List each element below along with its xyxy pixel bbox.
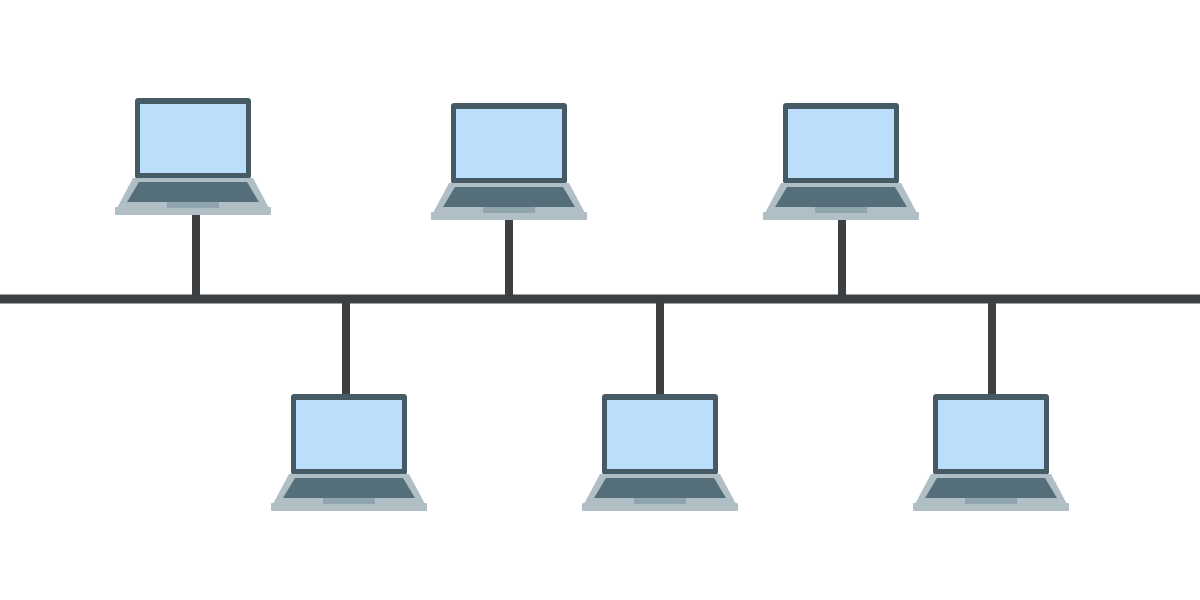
laptop-screen [456, 109, 562, 178]
laptop-base [115, 207, 271, 215]
laptop-icon [913, 394, 1069, 511]
laptop-icon [431, 103, 587, 220]
laptop-trackpad [634, 498, 686, 504]
laptop-keyboard [925, 478, 1057, 498]
laptop-base [582, 503, 738, 511]
laptop-keyboard [283, 478, 415, 498]
laptop-trackpad [167, 202, 219, 208]
laptop-base [763, 212, 919, 220]
laptop-trackpad [323, 498, 375, 504]
laptop-base [271, 503, 427, 511]
laptop-screen [788, 109, 894, 178]
laptop-icon [115, 98, 271, 215]
laptop-icon [763, 103, 919, 220]
laptop-base [431, 212, 587, 220]
laptop-trackpad [965, 498, 1017, 504]
laptop-keyboard [775, 187, 907, 207]
laptop-screen [938, 400, 1044, 469]
laptop-icon [582, 394, 738, 511]
laptop-trackpad [815, 207, 867, 213]
laptop-screen [296, 400, 402, 469]
laptop-base [913, 503, 1069, 511]
laptop-screen [140, 104, 246, 173]
laptop-screen [607, 400, 713, 469]
laptop-keyboard [127, 182, 259, 202]
laptop-trackpad [483, 207, 535, 213]
laptop-keyboard [594, 478, 726, 498]
laptop-keyboard [443, 187, 575, 207]
laptop-icon [271, 394, 427, 511]
